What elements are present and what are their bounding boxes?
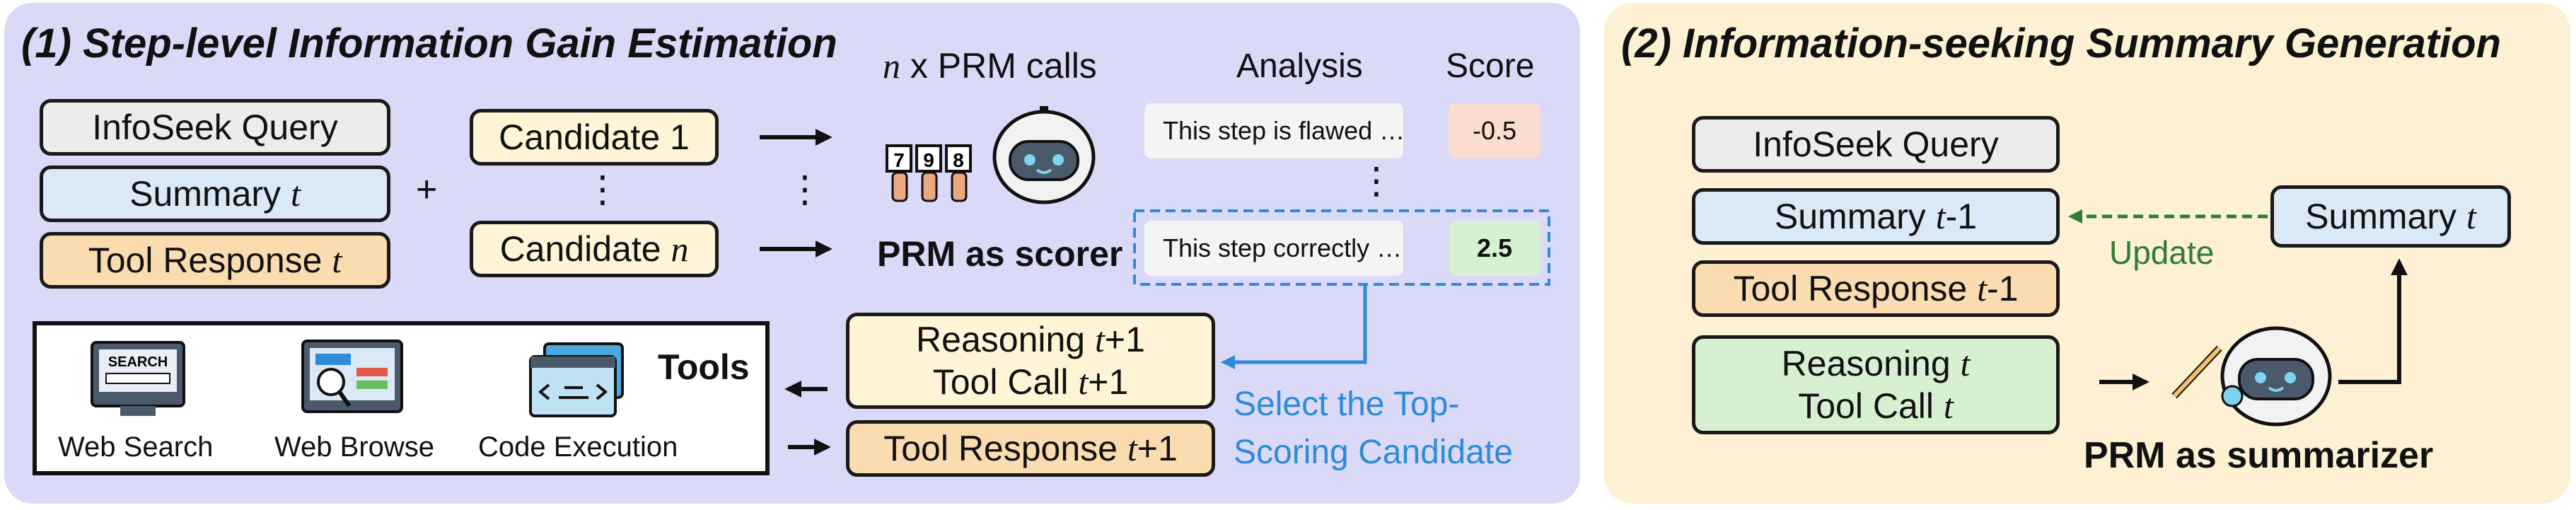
prm-scorer-robot-icon (994, 106, 1093, 202)
selected-row-highlight (1135, 211, 1549, 284)
browser-chart-icon (303, 341, 402, 412)
prm-summarizer-robot-icon (2222, 328, 2330, 424)
svg-text:9: 9 (923, 149, 934, 171)
score-cards-icon: 7 9 8 (887, 146, 970, 201)
search-icon: SEARCH (92, 342, 184, 416)
select-connector (1224, 284, 1365, 362)
svg-text:SEARCH: SEARCH (108, 354, 168, 370)
svg-text:8: 8 (953, 149, 964, 171)
code-window-icon (530, 344, 622, 416)
arrow-summarizer-summary (2338, 262, 2399, 382)
svg-text:7: 7 (893, 149, 905, 171)
